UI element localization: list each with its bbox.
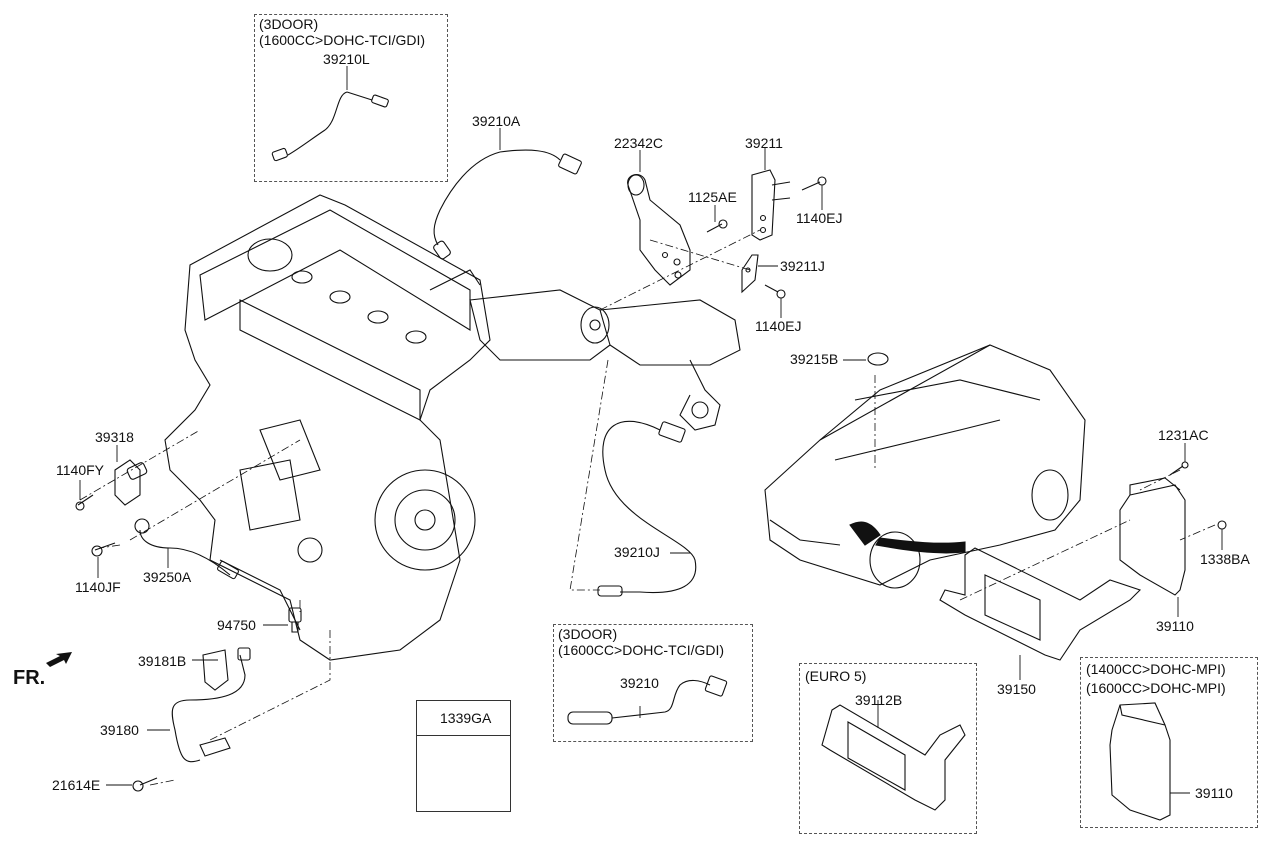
variant-box-line1: (3DOOR) (259, 16, 319, 32)
part-label-1140JF[interactable]: 1140JF (75, 579, 121, 595)
part-label-39210[interactable]: 39210 (620, 675, 659, 691)
part-label-39211J[interactable]: 39211J (780, 258, 825, 274)
part-label-39181B[interactable]: 39181B (138, 653, 187, 669)
bracket-39211-drawing (751, 169, 791, 241)
bolt-1125AE-drawing (706, 219, 728, 233)
part-label-1140EJ-top[interactable]: 1140EJ (796, 210, 843, 226)
variant-box-line2: (1600CC>DOHC-TCI/GDI) (259, 32, 426, 48)
alignment-lines (79, 229, 1216, 786)
part-label-39110-mpi[interactable]: 39110 (1195, 785, 1233, 801)
crank-sensor-39180-drawing (132, 647, 251, 792)
part-label-1140EJ-bottom[interactable]: 1140EJ (755, 318, 802, 334)
bracket-39112B-drawing (821, 704, 966, 811)
sensor-39210-drawing (567, 675, 728, 725)
engine-assembly-drawing (164, 194, 741, 661)
variant-box-line1: (EURO 5) (805, 668, 867, 684)
part-label-1231AC[interactable]: 1231AC (1158, 427, 1209, 443)
variant-box-line2: (1600CC>DOHC-TCI/GDI) (558, 642, 725, 658)
part-label-21614E[interactable]: 21614E (52, 777, 101, 793)
part-label-39110[interactable]: 39110 (1156, 618, 1194, 634)
part-label-39150[interactable]: 39150 (997, 681, 1036, 697)
vehicle-drawing (764, 344, 1086, 589)
part-label-39318[interactable]: 39318 (95, 429, 134, 445)
part-label-39215B[interactable]: 39215B (790, 351, 839, 367)
front-direction-label: FR. (13, 667, 46, 689)
grommet-39215B-drawing (867, 352, 889, 366)
part-label-1339GA[interactable]: 1339GA (440, 710, 492, 726)
variant-box-euro5: (EURO 5) 39112B (799, 663, 977, 834)
sensor-39210A-drawing (433, 149, 582, 260)
sensor-39210J-drawing (597, 420, 697, 597)
part-label-94750[interactable]: 94750 (217, 617, 256, 633)
part-box-1339GA: 1339GA (416, 700, 511, 812)
part-label-1338BA[interactable]: 1338BA (1200, 551, 1250, 567)
knock-sensor-39250A-drawing (91, 518, 239, 580)
variant-box-3door-39210: (3DOOR) (1600CC>DOHC-TCI/GDI) 39210 (553, 624, 753, 742)
bracket-39150-drawing (939, 547, 1142, 661)
leader-lines (79, 66, 1223, 794)
part-label-1140FY[interactable]: 1140FY (56, 462, 104, 478)
part-label-39211[interactable]: 39211 (745, 135, 783, 151)
sensor-39210L-drawing (271, 91, 389, 162)
cam-sensor-39318-drawing (75, 459, 148, 511)
variant-box-line2: (1600CC>DOHC-MPI) (1086, 680, 1226, 696)
bracket-22342C-drawing (627, 174, 691, 286)
part-label-39210A[interactable]: 39210A (472, 113, 521, 129)
ecu-39110-drawing (1119, 461, 1227, 596)
part-label-39112B[interactable]: 39112B (855, 692, 903, 708)
part-label-39210L[interactable]: 39210L (323, 51, 370, 67)
ecu-39110-mpi-drawing (1109, 702, 1171, 821)
variant-box-line1: (1400CC>DOHC-MPI) (1086, 661, 1226, 677)
part-label-1125AE[interactable]: 1125AE (688, 189, 737, 205)
front-arrow-icon (46, 652, 72, 667)
part-label-39180[interactable]: 39180 (100, 722, 139, 738)
part-label-39250A[interactable]: 39250A (143, 569, 192, 585)
part-label-22342C[interactable]: 22342C (614, 135, 664, 151)
part-label-39210J[interactable]: 39210J (614, 544, 660, 560)
variant-box-line1: (3DOOR) (558, 626, 618, 642)
bracket-39211J-drawing (741, 254, 786, 299)
variant-box-mpi: (1400CC>DOHC-MPI) (1600CC>DOHC-MPI) 3911… (1080, 657, 1258, 828)
variant-box-3door-39210L: (3DOOR) (1600CC>DOHC-TCI/GDI) 39210L (254, 14, 448, 182)
sensor-94750-drawing (288, 607, 302, 633)
part-box-header: 1339GA (417, 701, 510, 736)
